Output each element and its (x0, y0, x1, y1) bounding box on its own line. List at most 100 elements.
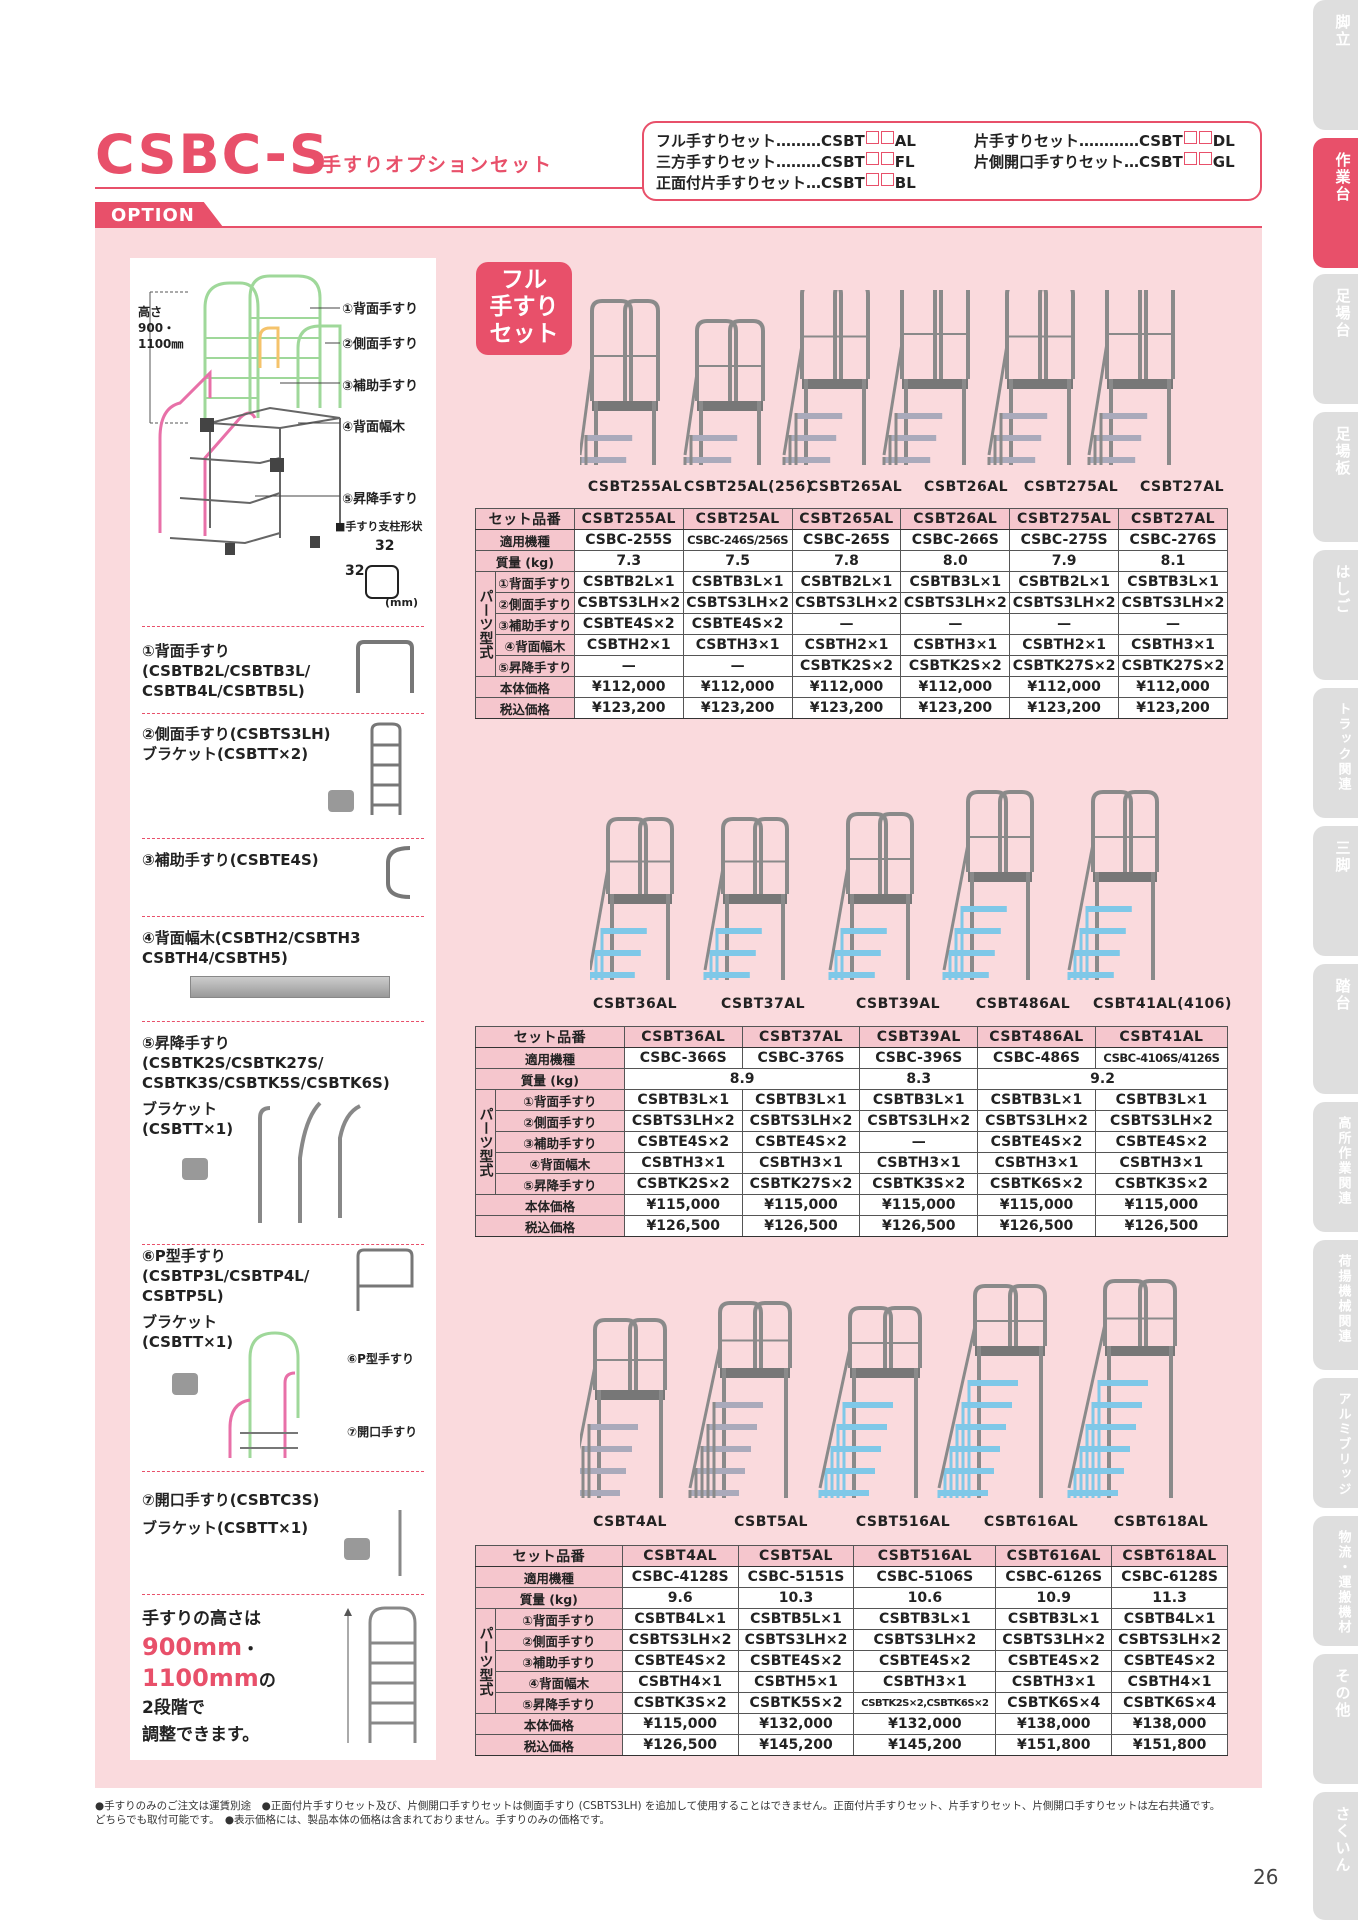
height-note-line: 2段階で (142, 1698, 205, 1718)
part-cell: CSBTB3L×1 (682, 571, 793, 593)
callout-side-rail: ②側面手すり (342, 337, 419, 352)
index-tab[interactable]: 高所作業関連 (1313, 1102, 1358, 1232)
index-tab[interactable]: 三脚 (1313, 826, 1358, 956)
set-code: CSBT41AL (1094, 1026, 1229, 1048)
tax-price-cell: ¥123,200 (1009, 697, 1120, 719)
row-label: 本体価格 (475, 1713, 623, 1735)
index-tab[interactable]: はしご (1313, 550, 1358, 680)
part-label: ⑦開口手すり(CSBTC3S) (142, 1491, 320, 1509)
workbench-photo (590, 817, 674, 980)
row-label: 質量 (kg) (475, 550, 575, 572)
index-tab[interactable]: 作業台 (1313, 138, 1358, 268)
tax-price-cell: ¥126,500 (621, 1734, 739, 1756)
tax-price-cell: ¥126,500 (977, 1215, 1096, 1237)
code-legend-prefix: CSBT (821, 153, 865, 171)
height-note: 手すりの高さは 900mm・ 1100mmの 2段階で 調整できます。 (130, 1606, 436, 1749)
workbench-photo (688, 1301, 792, 1498)
tax-price-cell: ¥145,200 (737, 1734, 855, 1756)
index-tab[interactable]: 踏台 (1313, 964, 1358, 1094)
weight-cell: 8.9 (623, 1068, 861, 1090)
part-label: ⑥P型手すり (142, 1247, 226, 1265)
model-cell: CSBC-255S (573, 529, 684, 551)
weight-cell: 7.3 (573, 550, 684, 572)
part-bracket: (CSBTT×1) (142, 1120, 234, 1138)
blank-box-icon (880, 173, 894, 186)
callout-back-rail: ①背面手すり (342, 302, 419, 317)
row-label: セット品番 (475, 1545, 623, 1567)
part-bracket: (CSBTT×1) (142, 1333, 234, 1351)
weight-cell: 11.3 (1111, 1587, 1228, 1609)
part-cell: CSBTS3LH×2 (573, 592, 684, 614)
part-cell: — (859, 1131, 979, 1153)
caption: CSBT4AL (593, 1514, 667, 1530)
spec-table-3: セット品番 CSBT4AL CSBT5AL CSBT516AL CSBT616A… (475, 1545, 1228, 1756)
row-label: ③補助手すり (495, 1650, 623, 1672)
code-legend-prefix: CSBT (821, 174, 865, 192)
index-tab[interactable]: 物流・運搬機材 (1313, 1516, 1358, 1646)
row-label: ②側面手すり (495, 592, 575, 614)
part-cell: CSBTE4S×2 (573, 613, 684, 635)
callout-stair-rail: ⑤昇降手すり (342, 492, 419, 507)
weight-cell: 8.3 (859, 1068, 979, 1090)
set-code: CSBT255AL (573, 508, 684, 530)
tax-price-cell: ¥145,200 (853, 1734, 997, 1756)
set-code: CSBT5AL (737, 1545, 855, 1567)
index-tab[interactable]: アルミブリッジ (1313, 1378, 1358, 1508)
part-cell: CSBTE4S×2 (1094, 1131, 1229, 1153)
part-cell: CSBTH3×1 (682, 634, 793, 656)
tax-price-cell: ¥126,500 (1094, 1215, 1229, 1237)
workbench-photo (683, 319, 765, 465)
code-legend-suffix: DL (1212, 132, 1235, 150)
row-label: ④背面幅木 (495, 1152, 625, 1174)
page-title: CSBC-S (95, 123, 330, 186)
part-label: ②側面手すり(CSBTS3LH) (142, 725, 331, 743)
index-tab[interactable]: その他 (1313, 1654, 1358, 1784)
price-cell: ¥138,000 (1111, 1713, 1228, 1735)
back-board-image (190, 976, 390, 998)
part-back-board: ④背面幅木(CSBTH2/CSBTH3 CSBTH4/CSBTH5) (130, 928, 436, 968)
row-label: 適用機種 (475, 1566, 623, 1588)
part-cell: CSBTB3L×1 (977, 1089, 1096, 1111)
weight-cell: 7.8 (791, 550, 902, 572)
workbench-photo (1067, 1279, 1177, 1498)
part-cell: CSBTS3LH×2 (977, 1110, 1096, 1132)
row-label: ⑤昇降手すり (495, 1173, 625, 1195)
part-side-rail: ②側面手すり(CSBTS3LH) ブラケット(CSBTT×2) (130, 724, 436, 764)
caption: CSBT265AL (807, 479, 903, 495)
code-legend-suffix: FL (894, 153, 915, 171)
set-code: CSBT275AL (1009, 508, 1120, 530)
price-cell: ¥112,000 (682, 676, 793, 698)
code-legend-suffix: AL (894, 132, 916, 150)
index-tab[interactable]: トラック関連 (1313, 688, 1358, 818)
weight-cell: 10.6 (853, 1587, 997, 1609)
caption: CSBT255AL (587, 479, 683, 495)
part-cell: CSBTH3×1 (623, 1152, 743, 1174)
index-tab[interactable]: 足場板 (1313, 412, 1358, 542)
workbench-photo (580, 299, 660, 465)
part-cell: CSBTB3L×1 (741, 1089, 861, 1111)
index-tab[interactable]: さくいん (1313, 1792, 1358, 1920)
part-cell: CSBTS3LH×2 (853, 1629, 997, 1651)
callout-open-rail: ⑦開口手すり (347, 1425, 418, 1439)
workbench-parts-diagram (149, 274, 399, 599)
height-900: 900mm (142, 1633, 243, 1661)
code-legend-row: 片側開口手すりセット… CSBT GL (974, 152, 1235, 173)
index-tab[interactable]: 足場台 (1313, 274, 1358, 404)
post-width: 32 (375, 538, 395, 554)
page-subtitle: 手すりオプションセット (322, 154, 554, 176)
part-cell: CSBTK3S×2 (859, 1173, 979, 1195)
workbench-photo (882, 290, 970, 465)
part-cell: CSBTS3LH×2 (682, 592, 793, 614)
code-legend-row: 三方手すりセット……… CSBT FL (656, 152, 1248, 173)
price-cell: ¥115,000 (977, 1194, 1096, 1216)
index-tab[interactable]: 脚立 (1313, 0, 1358, 130)
part-cell: — (573, 655, 684, 677)
part-cell: CSBTS3LH×2 (900, 592, 1011, 614)
part-cell: CSBTH3×1 (900, 634, 1011, 656)
tax-price-cell: ¥151,800 (1111, 1734, 1228, 1756)
price-cell: ¥138,000 (995, 1713, 1113, 1735)
weight-cell: 9.6 (621, 1587, 739, 1609)
index-tab[interactable]: 荷揚機械関連 (1313, 1240, 1358, 1370)
weight-cell: 10.3 (737, 1587, 855, 1609)
part-stair-rail: ⑤昇降手すり (CSBTK2S/CSBTK27S/ CSBTK3S/CSBTK5… (130, 1033, 436, 1139)
